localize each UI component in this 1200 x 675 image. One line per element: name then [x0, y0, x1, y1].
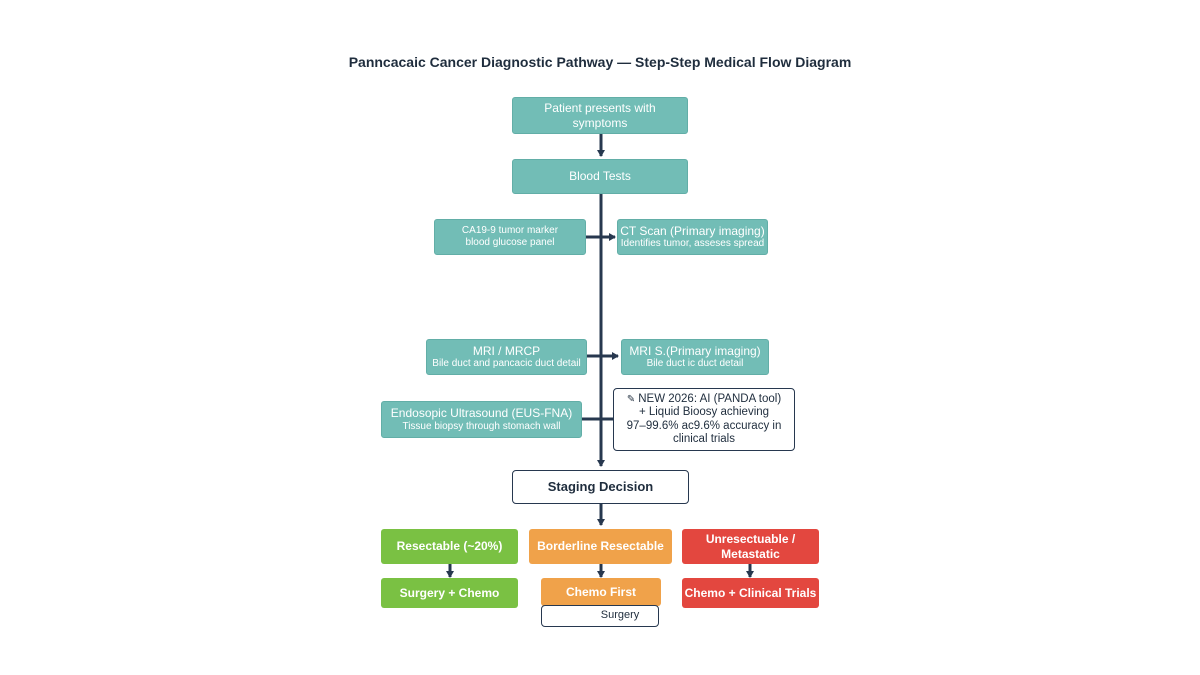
note-line3: 97–99.6% ac9.6% accuracy in: [626, 419, 782, 432]
unresectable-node: Unresectuable / Metastatic: [682, 529, 819, 564]
mri-line2: Bile duct and pancacic duct detail: [432, 358, 581, 370]
borderline-label: Borderline Resectable: [537, 539, 664, 554]
resectable-node: Resectable (~20%): [381, 529, 518, 564]
symptoms-node: Patient presents with symptoms: [512, 97, 688, 134]
eus-node: Endosopic Ultrasound (EUS-FNA) Tissue bi…: [381, 401, 582, 438]
chemo-trials-label: Chemo + Clinical Trials: [684, 585, 817, 600]
chemo-first-node: Chemo First: [541, 578, 661, 606]
note-line2: + Liquid Bioosy achieving: [638, 406, 770, 419]
unresectable-line2: Metastatic: [721, 546, 780, 561]
syringe-icon: ✎: [626, 394, 636, 406]
markers-line2: blood glucose panel: [465, 237, 555, 248]
markers-line1: CA19-9 tumor marker: [461, 225, 559, 236]
mri-s-line1: MRI S.(Primary imaging): [629, 343, 761, 358]
blood-tests-node: Blood Tests: [512, 159, 688, 194]
symptoms-line1: Patient presents with: [544, 101, 656, 116]
note-line1: NEW 2026: AI (PANDA tool): [638, 393, 782, 406]
eus-line2: Tissue biopsy through stomach wall: [402, 420, 561, 432]
unresectable-line1: Unresectuable /: [705, 532, 796, 547]
markers-node: CA19-9 tumor marker blood glucose panel: [434, 219, 586, 255]
mri-s-node: MRI S.(Primary imaging) Bile duct ic duc…: [621, 339, 769, 375]
innovation-note: ✎NEW 2026: AI (PANDA tool) + Liquid Bioo…: [613, 388, 795, 451]
ct-scan-line2: Identifies tumor, asseses spread: [620, 238, 765, 250]
mri-node: MRI / MRCP Bile duct and pancacic duct d…: [426, 339, 587, 375]
mri-line1: MRI / MRCP: [472, 343, 541, 358]
borderline-node: Borderline Resectable: [529, 529, 672, 564]
eus-line1: Endosopic Ultrasound (EUS-FNA): [390, 406, 573, 421]
resectable-label: Resectable (~20%): [396, 539, 503, 554]
ct-scan-line1: CT Scan (Primary imaging): [620, 223, 765, 238]
then-surgery-label: Surgery: [600, 609, 640, 622]
staging-node: Staging Decision: [512, 470, 689, 504]
surgery-chemo-label: Surgery + Chemo: [399, 585, 500, 600]
chemo-first-label: Chemo First: [565, 584, 636, 599]
surgery-chemo-node: Surgery + Chemo: [381, 578, 518, 608]
mri-s-line2: Bile duct ic duct detail: [646, 358, 744, 370]
staging-label: Staging Decision: [547, 479, 654, 495]
blood-tests-label: Blood Tests: [569, 169, 631, 184]
symptoms-line2: symptoms: [572, 115, 628, 130]
then-surgery-node: Surgery: [541, 605, 659, 627]
note-line4: clinical trials: [673, 432, 735, 445]
chemo-trials-node: Chemo + Clinical Trials: [682, 578, 819, 608]
diagram-title: Panncacaic Cancer Diagnostic Pathway — S…: [348, 54, 852, 70]
ct-scan-node: CT Scan (Primary imaging) Identifies tum…: [617, 219, 768, 255]
